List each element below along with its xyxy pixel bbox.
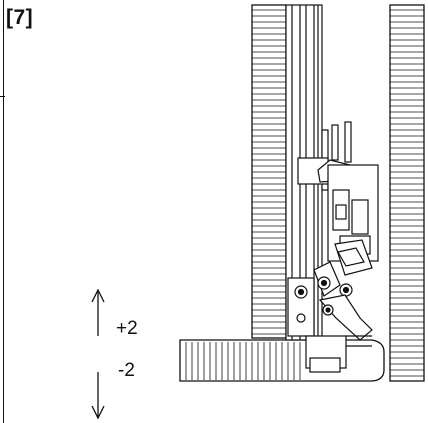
left-cabinet-side-panel [251, 4, 287, 339]
hinge-mechanism [287, 121, 379, 373]
page-margin-tick [0, 96, 5, 97]
height-adjust-minus-label: -2 [118, 360, 135, 381]
step-number: [7] [6, 6, 34, 29]
height-adjust-plus-label: +2 [116, 318, 138, 339]
arrow-up-icon [91, 288, 105, 336]
page-margin-line [3, 0, 4, 423]
arrow-down-icon [91, 372, 105, 420]
right-door-panel [389, 4, 425, 382]
